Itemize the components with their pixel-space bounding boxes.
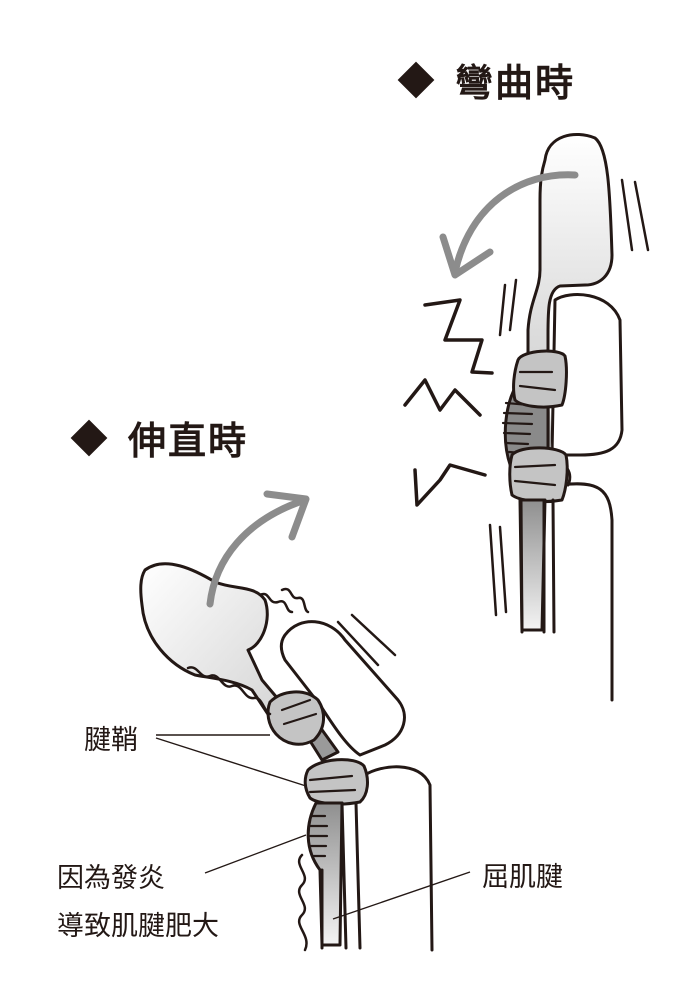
label-tendon-sheath: 腱鞘 <box>84 725 138 756</box>
diamond-bullet-icon <box>397 61 435 98</box>
flex-arrow <box>451 171 579 276</box>
label-inflammation-line1: 因為發炎 <box>57 863 165 894</box>
diamond-bullet-icon <box>70 419 108 456</box>
heading-flexed: 彎曲時 <box>395 52 575 107</box>
heading-flexed-text: 彎曲時 <box>455 61 576 105</box>
heading-extended: 伸直時 <box>68 410 248 465</box>
extended-finger <box>139 562 434 952</box>
leader-lines <box>155 734 471 920</box>
heading-extended-text: 伸直時 <box>128 419 249 463</box>
extend-arrow <box>206 496 309 608</box>
label-flexor-tendon: 屈肌腱 <box>482 862 563 893</box>
label-inflammation-line2: 導致肌腱肥大 <box>57 911 219 942</box>
flexed-finger <box>403 133 650 702</box>
